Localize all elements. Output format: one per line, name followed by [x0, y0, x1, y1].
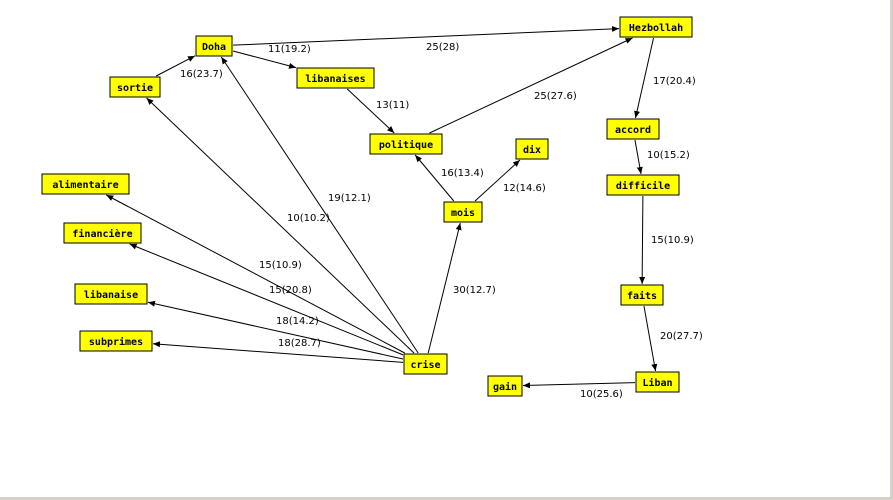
edge-crise-to-sortie: [146, 97, 415, 354]
node-alimentaire[interactable]: alimentaire: [41, 173, 130, 195]
edge-crise-to-doha: [220, 56, 419, 354]
edge-label-crise-to-sortie: 10(10.2): [287, 213, 330, 224]
node-label: Hezbollah: [629, 23, 683, 34]
node-box: [606, 174, 680, 196]
edge-label-politique-to-hezbollah: 25(27.6): [534, 91, 577, 102]
node-box: [369, 133, 443, 155]
node-label: financière: [72, 228, 132, 240]
node-label: sortie: [117, 82, 153, 94]
edge-label-libanaises-to-politique: 13(11): [376, 100, 409, 111]
edge-label-faits-to-liban: 20(27.7): [660, 331, 703, 342]
edge-label-hezbollah-to-accord: 17(20.4): [653, 76, 696, 87]
node-box: [619, 16, 693, 38]
node-label: politique: [379, 139, 433, 151]
node-box: [443, 201, 483, 223]
node-label: subprimes: [89, 336, 143, 348]
node-sortie[interactable]: sortie: [109, 76, 161, 98]
edge-mois-to-politique: [414, 154, 455, 202]
node-box: [63, 222, 142, 244]
node-label: mois: [451, 207, 475, 219]
node-box: [487, 375, 523, 397]
edge-crise-to-mois: [427, 222, 462, 354]
node-box: [195, 35, 233, 57]
node-difficile[interactable]: difficile: [606, 174, 680, 196]
edge-crise-to-libanaise: [147, 300, 404, 360]
node-label: accord: [615, 125, 651, 136]
edge-accord-to-difficile: [634, 139, 643, 175]
node-box: [635, 371, 680, 393]
node-dix[interactable]: dix: [515, 138, 549, 160]
edges-layer: 25(28) 11(19.2) 16(23.7) 13(11) 25(27.6) 17(2…: [106, 25, 703, 400]
edge-label-crise-to-libanaise: 18(14.2): [276, 316, 319, 327]
node-gain[interactable]: gain: [487, 375, 523, 397]
node-box: [109, 76, 161, 98]
node-financiere[interactable]: financière: [63, 222, 142, 244]
edge-label-crise-to-financiere: 15(20.8): [269, 285, 312, 296]
edge-label-sortie-to-doha: 16(23.7): [180, 69, 223, 80]
edge-label-crise-to-alimentaire: 15(10.9): [259, 260, 302, 271]
edge-label-liban-to-gain: 10(25.6): [580, 389, 623, 400]
edge-label-difficile-to-faits: 15(10.9): [651, 235, 694, 246]
edge-difficile-to-faits: [639, 195, 646, 285]
edge-label-accord-to-difficile: 10(15.2): [647, 150, 690, 161]
edge-label-crise-to-doha: 19(12.1): [328, 193, 371, 204]
node-subprimes[interactable]: subprimes: [79, 330, 153, 352]
node-box: [403, 353, 448, 375]
node-mois[interactable]: mois: [443, 201, 483, 223]
node-label: dix: [523, 144, 541, 156]
edge-crise-to-subprimes: [152, 341, 404, 363]
edge-doha-to-libanaises: [232, 50, 297, 69]
edge-liban-to-gain: [522, 382, 636, 389]
node-label: crise: [410, 359, 440, 371]
edge-politique-to-hezbollah: [429, 37, 633, 134]
edge-crise-to-alimentaire: [106, 194, 405, 354]
node-label: alimentaire: [52, 179, 118, 191]
node-politique[interactable]: politique: [369, 133, 443, 155]
node-libanaises[interactable]: libanaises: [296, 67, 375, 89]
node-box: [515, 138, 549, 160]
node-box: [296, 67, 375, 89]
window-frame-bottom: [0, 497, 893, 500]
edge-label-crise-to-mois: 30(12.7): [453, 285, 496, 296]
node-label: Liban: [642, 377, 672, 389]
window-frame-right: [890, 0, 893, 500]
node-libanaise[interactable]: libanaise: [74, 283, 148, 305]
edge-libanaises-to-politique: [346, 88, 395, 134]
edge-label-doha-to-libanaises: 11(19.2): [268, 44, 311, 55]
node-box: [79, 330, 153, 352]
node-label: libanaises: [305, 73, 365, 85]
edge-hezbollah-to-accord: [634, 37, 655, 119]
edge-doha-to-hezbollah: [232, 25, 620, 46]
node-box: [620, 284, 664, 306]
node-label: Doha: [202, 42, 226, 53]
node-crise[interactable]: crise: [403, 353, 448, 375]
node-liban[interactable]: Liban: [635, 371, 680, 393]
edge-label-crise-to-subprimes: 18(28.7): [278, 338, 321, 349]
node-label: gain: [493, 381, 517, 393]
node-doha[interactable]: Doha: [195, 35, 233, 57]
node-faits[interactable]: faits: [620, 284, 664, 306]
node-box: [74, 283, 148, 305]
edge-label-mois-to-politique: 16(13.4): [441, 168, 484, 179]
edge-label-doha-to-hezbollah: 25(28): [426, 42, 459, 53]
node-label: libanaise: [84, 289, 138, 301]
node-box: [606, 118, 660, 140]
node-accord[interactable]: accord: [606, 118, 660, 140]
edge-sortie-to-doha: [155, 55, 196, 77]
edge-label-mois-to-dix: 12(14.6): [503, 183, 546, 194]
node-label: difficile: [616, 180, 670, 192]
node-hezbollah[interactable]: Hezbollah: [619, 16, 693, 38]
edge-mois-to-dix: [474, 159, 521, 202]
edge-faits-to-liban: [643, 305, 658, 372]
edge-crise-to-financiere: [129, 243, 404, 356]
node-box: [41, 173, 130, 195]
node-label: faits: [627, 290, 657, 302]
